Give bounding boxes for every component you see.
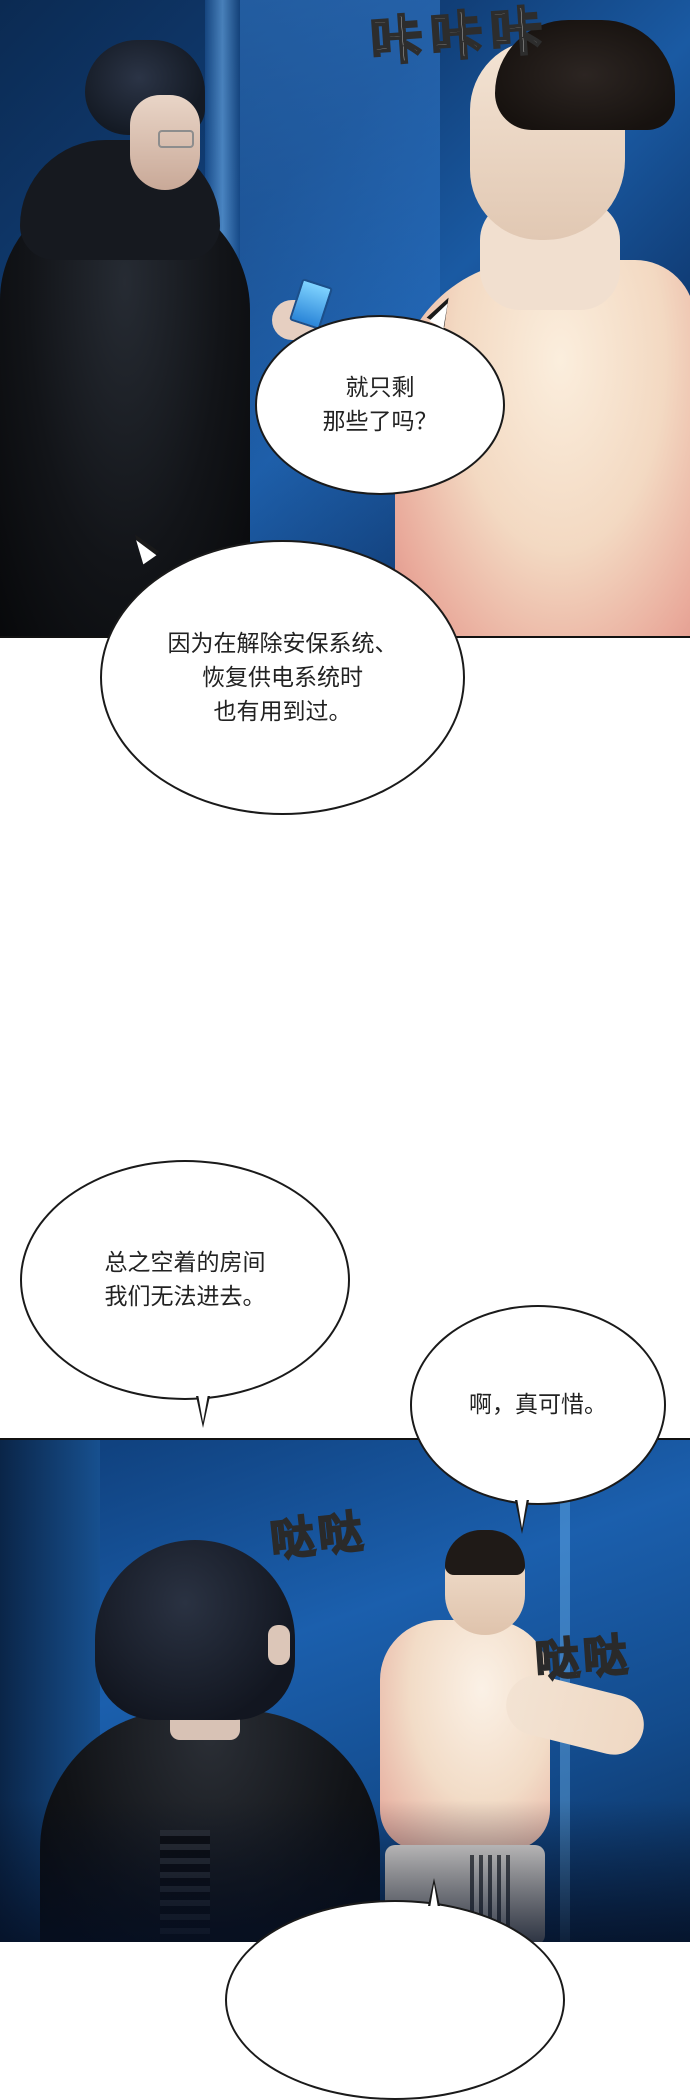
speech-bubble-3: 总之空着的房间 我们无法进去。 [20, 1160, 350, 1400]
bubble-tail-inner [198, 1394, 208, 1422]
dialogue-text: 啊，真可惜。 [469, 1392, 607, 1418]
dialogue-text: 因为在解除安保系统、 恢复供电系统时 也有用到过。 [167, 630, 398, 725]
cloaked-man-figure [0, 20, 334, 636]
dialogue-text: 总之空着的房间 我们无法进去。 [104, 1250, 266, 1310]
sound-effect-top: 咔咔咔 [367, 0, 553, 74]
comic-panel-bottom [0, 1438, 690, 1942]
speech-bubble-5 [225, 1900, 565, 2100]
speech-bubble-2: 因为在解除安保系统、 恢复供电系统时 也有用到过。 [100, 540, 465, 815]
sound-effect-footsteps-right: 哒哒 [533, 1629, 634, 1689]
bubble-tail-inner [430, 1884, 438, 1908]
glasses-icon [158, 130, 194, 148]
short-hair [445, 1530, 525, 1575]
speech-bubble-1: 就只剩 那些了吗？ [255, 315, 505, 495]
dark-hair-head [95, 1540, 295, 1720]
short-hair [495, 20, 675, 130]
speech-bubble-4: 啊，真可惜。 [410, 1305, 666, 1505]
sound-effect-footsteps-left: 哒哒 [267, 1505, 370, 1568]
dialogue-text: 就只剩 那些了吗？ [322, 375, 438, 435]
bubble-tail-inner [517, 1498, 527, 1528]
face [130, 95, 200, 190]
ear [268, 1625, 290, 1665]
